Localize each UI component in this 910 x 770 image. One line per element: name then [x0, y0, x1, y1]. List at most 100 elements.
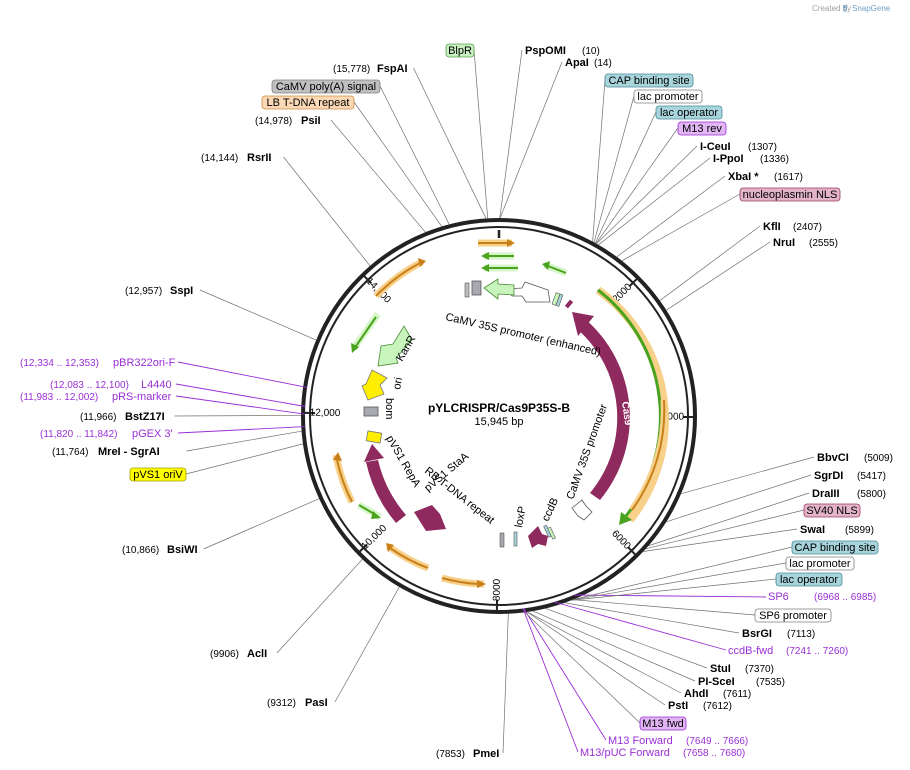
site-name: BsrGI [742, 628, 772, 640]
feature-leader [353, 101, 442, 227]
snapgene-icon: ❡ [842, 4, 849, 13]
site-leader [330, 119, 426, 233]
site-position: (7853) [436, 749, 465, 760]
pvs1-oriv-box [365, 430, 383, 444]
site-leader [598, 157, 711, 246]
credit-prefix: Created by [812, 4, 851, 13]
site-position: (14) [594, 58, 612, 69]
site-leader [174, 415, 302, 417]
site-position: (10,866) [122, 545, 159, 556]
site-leader [616, 175, 726, 258]
site-position: (14,978) [255, 116, 292, 127]
site-name: SgrDI [814, 470, 843, 482]
feature-leader [645, 509, 805, 550]
site-leader [659, 225, 761, 301]
orf-ul-orange-head [418, 258, 426, 267]
site-position: (9312) [267, 698, 296, 709]
blpr-arrow [483, 278, 515, 300]
site-position: (15,778) [333, 64, 370, 75]
primer-leader [175, 395, 306, 415]
cas9-arrow-head [572, 312, 594, 336]
orf-ll-orange1-head [333, 452, 342, 461]
site-position: (7612) [703, 701, 732, 712]
site-name: KflI [763, 221, 781, 233]
site-leader [502, 613, 509, 754]
ori-arrow [361, 369, 388, 401]
feature-leader [572, 562, 787, 601]
site-name: PsiI [301, 115, 321, 127]
feature-label: BlpR [448, 45, 472, 57]
polya-box [471, 280, 482, 296]
feature-label: SV40 NLS [806, 505, 857, 517]
feature-leader [621, 193, 741, 262]
site-position: (7113) [787, 629, 815, 640]
marker-lac [555, 293, 564, 307]
site-leader [666, 474, 812, 523]
tick-mark [358, 543, 368, 553]
orf-arrows [332, 239, 669, 588]
site-position: (5009) [864, 453, 893, 464]
site-leader [499, 49, 523, 219]
primer-leader [522, 608, 579, 753]
feature-label-box [775, 572, 843, 587]
feature-leader [571, 578, 777, 601]
ccdb-label: ccdB [540, 496, 561, 523]
pvs1-repa-label: pVS1 RepA [383, 434, 422, 490]
site-name: BstZ17I [125, 411, 165, 423]
primer-position: (11,820 .. 11,842) [40, 429, 117, 440]
site-name: BbvCI [817, 452, 849, 464]
site-name: DraIII [812, 488, 840, 500]
feature-label: SP6 promoter [759, 610, 827, 622]
site-leader [186, 430, 302, 452]
feature-label: pVS1 oriV [133, 469, 183, 481]
feature-label: lac promoter [637, 91, 698, 103]
feature-label: lac operator [660, 107, 718, 119]
site-position: (11,764) [52, 447, 89, 458]
feature-label-box [261, 95, 355, 110]
primer-name: pBR322ori-F [113, 357, 176, 369]
orf-ul-orange [375, 262, 421, 297]
site-leader [413, 67, 487, 219]
site-name: RsrII [247, 152, 271, 164]
primer-name: pRS-marker [112, 391, 172, 403]
primer-leader [177, 361, 308, 388]
orf-orange-right [631, 399, 666, 511]
primer-leader [573, 594, 767, 598]
feature-label: LB T-DNA repeat [267, 97, 350, 109]
orf-ll-orange2-head [386, 543, 394, 552]
site-leader [526, 611, 682, 694]
site-labels: PspOMI(10)ApaI(14)I-CeuI(1307)I-PpoI(133… [20, 43, 893, 760]
site-name: SspI [170, 285, 193, 297]
site-leader [666, 241, 771, 311]
pvs1-staa-arrow [414, 505, 446, 531]
backbone-outer-ring [301, 218, 697, 614]
kanr-arrow [377, 325, 413, 367]
primer-name: M13/pUC Forward [580, 747, 670, 759]
feature-leader [593, 95, 635, 243]
primer-position: (6968 .. 6985) [814, 592, 876, 603]
primer-name: pGEX 3' [132, 428, 173, 440]
tick-label: 12,000 [310, 408, 341, 420]
label-leaders [174, 49, 815, 754]
orf-top-green2-head [481, 264, 489, 272]
lb-box [464, 282, 470, 298]
site-name: SwaI [800, 524, 825, 536]
primer-position: (7649 .. 7666) [686, 736, 748, 747]
marker-nls [564, 299, 574, 309]
pvs1-repa-body [366, 460, 406, 523]
site-position: (5417) [857, 471, 886, 482]
feature-label: M13 rev [682, 123, 722, 135]
feature-leader [595, 111, 657, 244]
site-name: PasI [305, 697, 328, 709]
snapgene-brand: SnapGene [852, 4, 891, 13]
site-name: MreI - SgrAI [98, 446, 160, 458]
pvs1-repa-head [364, 444, 384, 462]
site-position: (10) [582, 46, 600, 57]
site-position: (2555) [809, 238, 838, 249]
site-name: NruI [773, 237, 795, 249]
site-position: (7535) [756, 677, 785, 688]
feature-label-box [677, 121, 727, 136]
feature-leader [573, 599, 756, 616]
camv-enh-arrow [505, 281, 551, 303]
